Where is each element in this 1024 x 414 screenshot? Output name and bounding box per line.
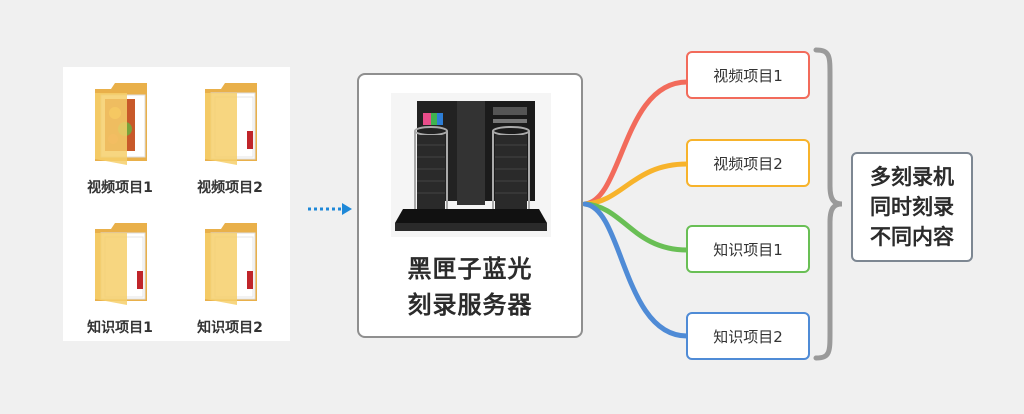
branch-curve-3 — [583, 201, 690, 253]
folder-label: 视频项目2 — [197, 180, 263, 196]
mindmap-branches — [583, 79, 690, 339]
branch-label: 视频项目1 — [713, 66, 783, 85]
branch-curve-1 — [583, 79, 690, 207]
server-title-line1: 黑匣子蓝光 — [407, 255, 533, 283]
folder-icon — [95, 83, 147, 165]
source-folders-panel: 视频项目1 视频项目2 知识项目1 知识项目2 — [63, 67, 290, 341]
summary-line2: 同时刻录 — [870, 195, 954, 219]
folder-label: 视频项目1 — [87, 180, 153, 196]
folder-icon — [205, 83, 257, 165]
branch-node-knowledge-2[interactable]: 知识项目2 — [686, 312, 810, 360]
folder-label: 知识项目2 — [197, 320, 263, 336]
folder-icon — [205, 223, 257, 305]
branch-curve-2 — [583, 161, 690, 207]
folder-label: 知识项目1 — [87, 320, 153, 336]
folder-icon — [95, 223, 147, 305]
summary-line1: 多刻录机 — [870, 165, 954, 189]
branch-node-knowledge-1[interactable]: 知识项目1 — [686, 225, 810, 273]
dotted-arrow-icon — [308, 203, 352, 215]
branch-label: 知识项目2 — [713, 327, 783, 346]
blu-ray-server-node[interactable]: 黑匣子蓝光 刻录服务器 — [357, 73, 583, 338]
server-title-line2: 刻录服务器 — [407, 291, 533, 319]
curly-brace-icon — [813, 47, 843, 361]
summary-line3: 不同内容 — [870, 225, 954, 249]
branch-node-video-1[interactable]: 视频项目1 — [686, 51, 810, 99]
folder-video-project-1[interactable]: 视频项目1 — [65, 71, 175, 196]
folder-knowledge-project-2[interactable]: 知识项目2 — [175, 211, 285, 336]
branch-curve-4 — [583, 201, 690, 339]
folder-knowledge-project-1[interactable]: 知识项目1 — [65, 211, 175, 336]
summary-node[interactable]: 多刻录机 同时刻录 不同内容 — [851, 152, 973, 262]
branch-node-video-2[interactable]: 视频项目2 — [686, 139, 810, 187]
server-title: 黑匣子蓝光 刻录服务器 — [359, 251, 581, 323]
folder-video-project-2[interactable]: 视频项目2 — [175, 71, 285, 196]
branch-label: 知识项目1 — [713, 240, 783, 259]
branch-label: 视频项目2 — [713, 154, 783, 173]
disc-publisher-image — [389, 91, 553, 239]
